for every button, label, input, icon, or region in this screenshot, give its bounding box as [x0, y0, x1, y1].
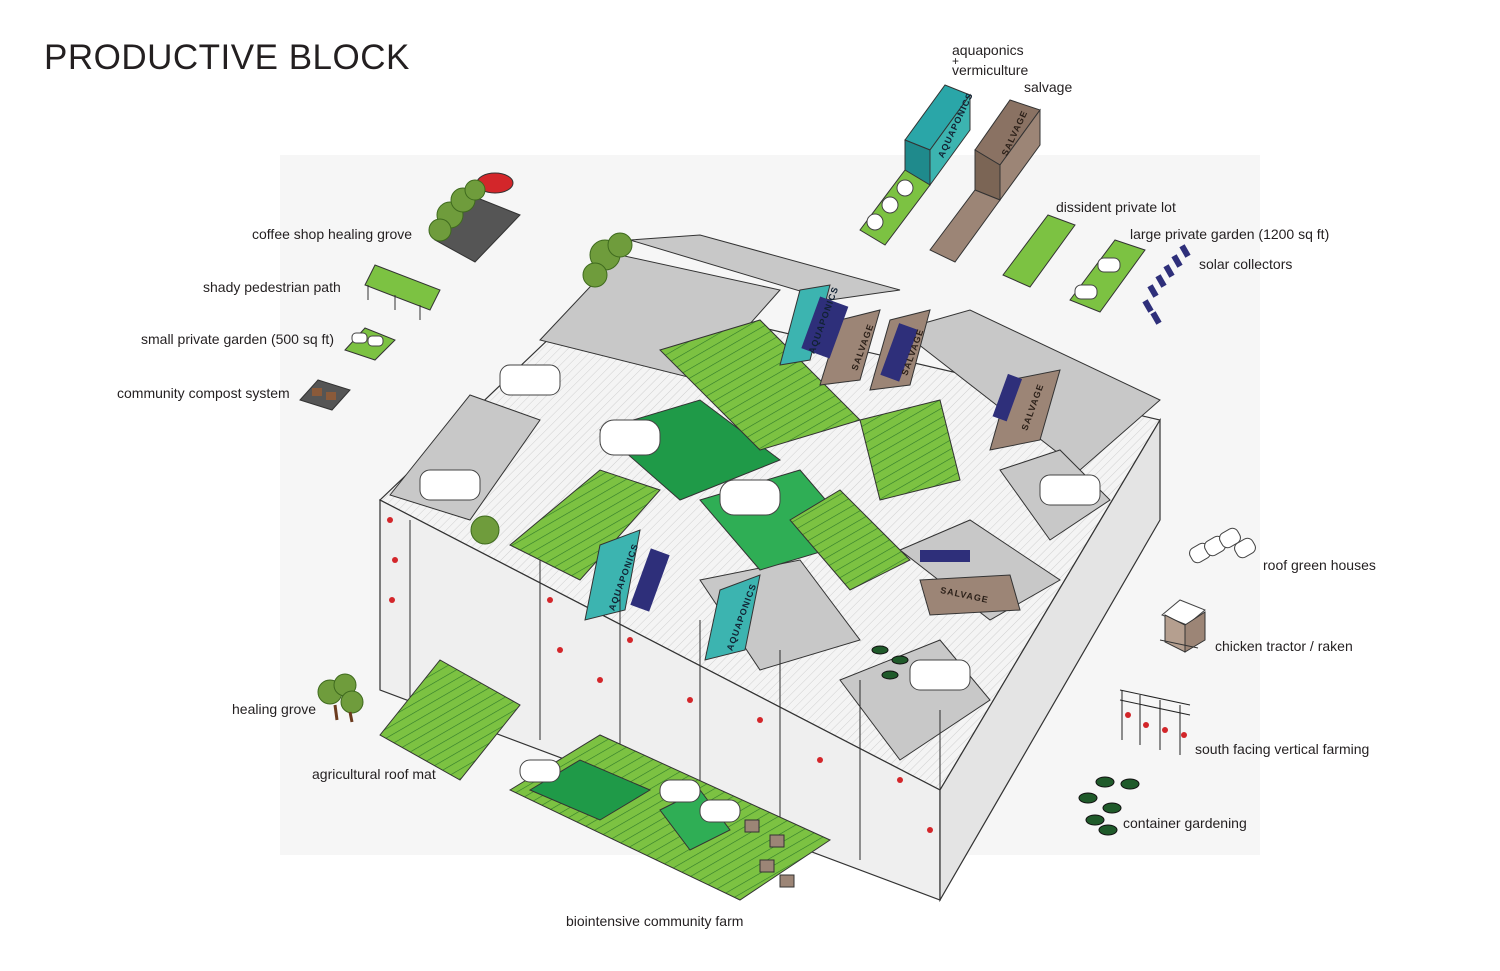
label-chicken-tractor: chicken tractor / raken: [1215, 638, 1353, 654]
label-biointensive-community-farm: biointensive community farm: [566, 913, 744, 929]
shady-path-icon: [364, 264, 441, 320]
small-garden-icon: [344, 327, 396, 361]
label-south-facing-vertical-farming: south facing vertical farming: [1195, 741, 1370, 757]
container-gardening-icon: [1078, 776, 1140, 836]
compost-icon: [299, 379, 351, 411]
label-shady-pedestrian-path: shady pedestrian path: [203, 279, 341, 295]
label-plus: +: [952, 54, 960, 68]
label-healing-grove: healing grove: [232, 701, 317, 717]
label-vermiculture: vermiculture: [952, 62, 1029, 78]
page-title: PRODUCTIVE BLOCK: [44, 38, 410, 77]
label-dissident-private-lot: dissident private lot: [1056, 199, 1176, 215]
coffee-shop-grove-icon: [428, 172, 521, 263]
aquaponics-tank: [859, 84, 971, 246]
salvage-tank: [929, 99, 1041, 263]
solar-collectors-icon: [1142, 244, 1191, 325]
label-aquaponics: aquaponics: [952, 42, 1024, 58]
main-block: [378, 232, 1161, 903]
label-coffee-shop-healing-grove: coffee shop healing grove: [252, 226, 413, 242]
label-community-compost-system: community compost system: [117, 385, 290, 401]
label-roof-green-houses: roof green houses: [1263, 557, 1376, 573]
label-container-gardening: container gardening: [1123, 815, 1247, 831]
large-private-garden-plot: [1069, 239, 1146, 313]
label-large-private-garden: large private garden (1200 sq ft): [1130, 226, 1330, 242]
vertical-farming-icon: [1119, 689, 1191, 755]
roof-greenhouses-icon: [1189, 527, 1256, 564]
chicken-tractor-icon: [1159, 599, 1206, 653]
label-solar-collectors: solar collectors: [1199, 256, 1293, 272]
community-farm-icon: [508, 734, 832, 901]
healing-grove-icon: [317, 673, 364, 723]
dissident-lot-plot: [1002, 214, 1076, 288]
label-salvage: salvage: [1024, 79, 1073, 95]
roof-mat-icon: [379, 659, 521, 781]
label-small-private-garden: small private garden (500 sq ft): [141, 331, 334, 347]
label-agricultural-roof-mat: agricultural roof mat: [312, 766, 436, 782]
